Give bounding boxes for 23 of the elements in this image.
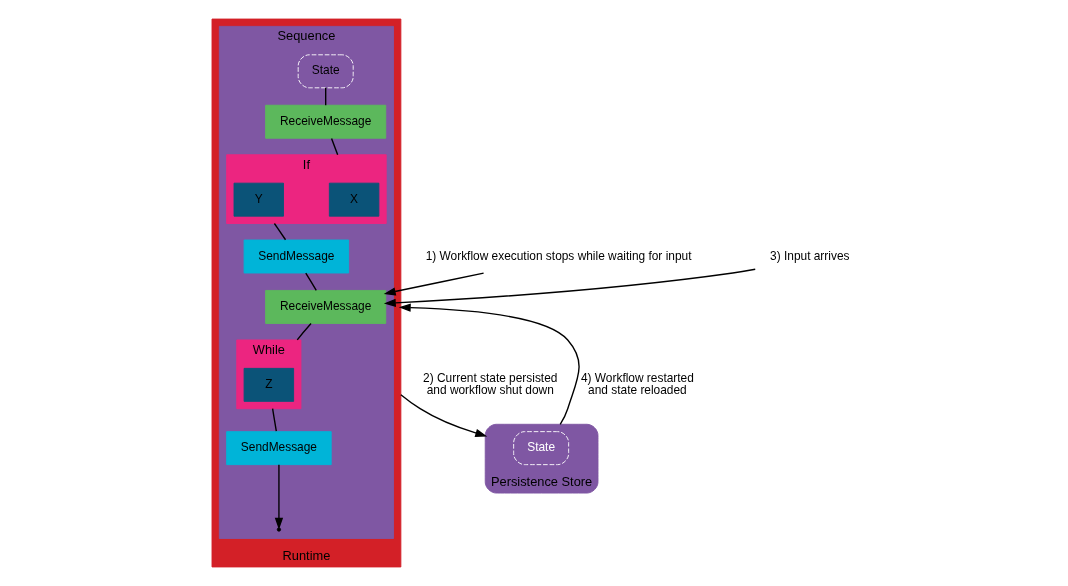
connector [304,272,317,292]
arrow [383,268,756,308]
node-box: SendMessage [225,431,332,466]
node-box: ReceiveMessage [264,104,386,139]
edge-label: 4) Workflow restarted and state reloaded [580,370,694,398]
arrow [383,272,484,296]
node-text: 1) Workflow execution stops while waiting for input [425,248,691,263]
arrow [398,303,580,425]
node-box: Z [243,367,294,402]
connector [330,137,338,156]
node-text: 3) Input arrives [769,248,849,263]
connector [273,222,286,241]
node-box: SendMessage [243,239,349,274]
arrow [274,464,283,530]
node-box: X [328,182,379,217]
node-box: State [512,431,569,466]
connector [271,408,277,432]
node-box: State [297,54,354,89]
arrow [399,394,487,438]
node-box: Y [233,182,284,217]
node-box: ReceiveMessage [264,289,386,324]
connector [296,322,312,341]
edge-label: 2) Current state persisted and workflow shut down [422,370,557,398]
